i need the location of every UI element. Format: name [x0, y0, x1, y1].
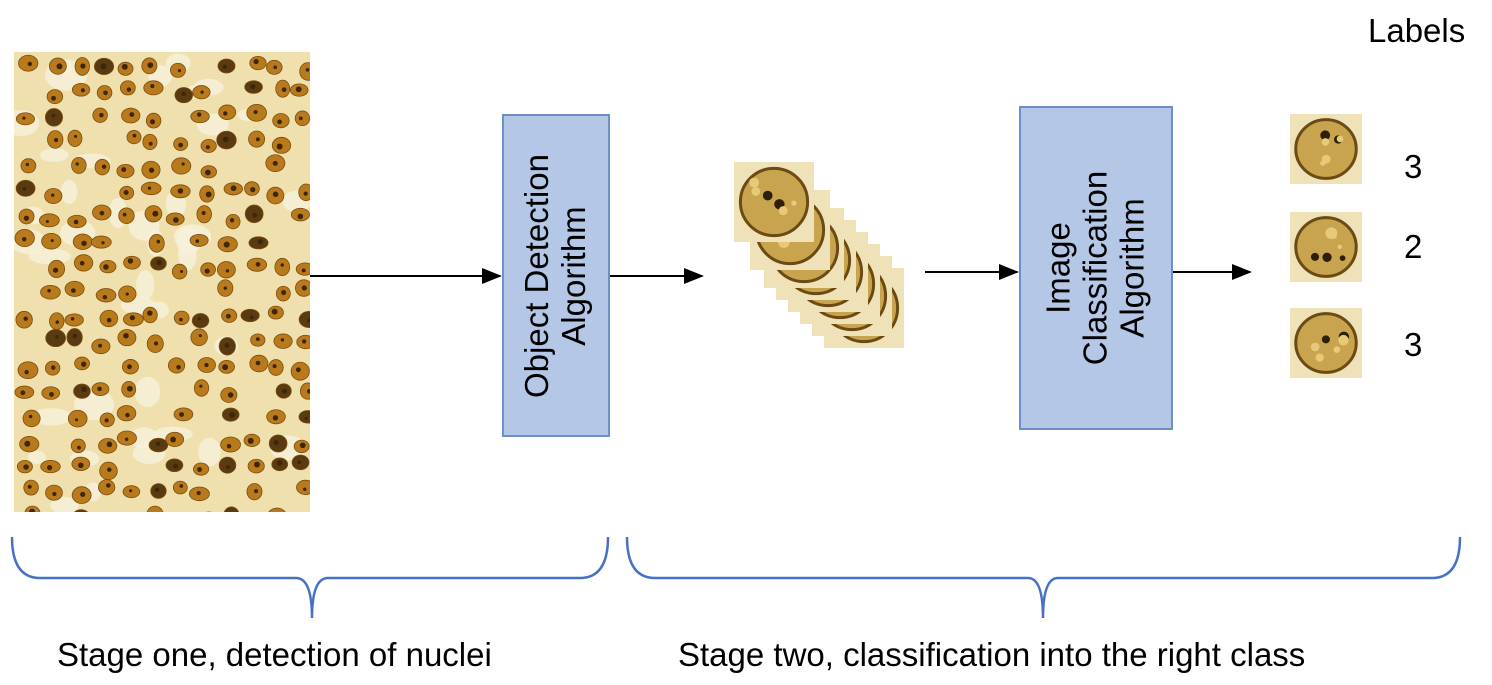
image-classification-box: Image Classification Algorithm — [1019, 106, 1173, 430]
classified-nucleus-1 — [1290, 114, 1362, 184]
classified-nucleus-3 — [1290, 308, 1362, 378]
object-detection-box: Object Detection Algorithm — [502, 114, 610, 437]
label-value-1: 3 — [1404, 148, 1423, 185]
nucleus-crop — [734, 162, 814, 242]
label-value-2: 2 — [1404, 228, 1423, 265]
label-value-3: 3 — [1404, 326, 1423, 363]
stage-one-caption: Stage one, detection of nuclei — [57, 636, 492, 673]
brace-stage-two — [625, 536, 1462, 619]
tissue-image — [14, 52, 310, 512]
classified-nucleus-2 — [1290, 212, 1362, 282]
brace-stage-one — [10, 536, 610, 619]
labels-header: Labels — [1368, 12, 1466, 49]
stage-two-caption: Stage two, classification into the right… — [678, 636, 1306, 673]
